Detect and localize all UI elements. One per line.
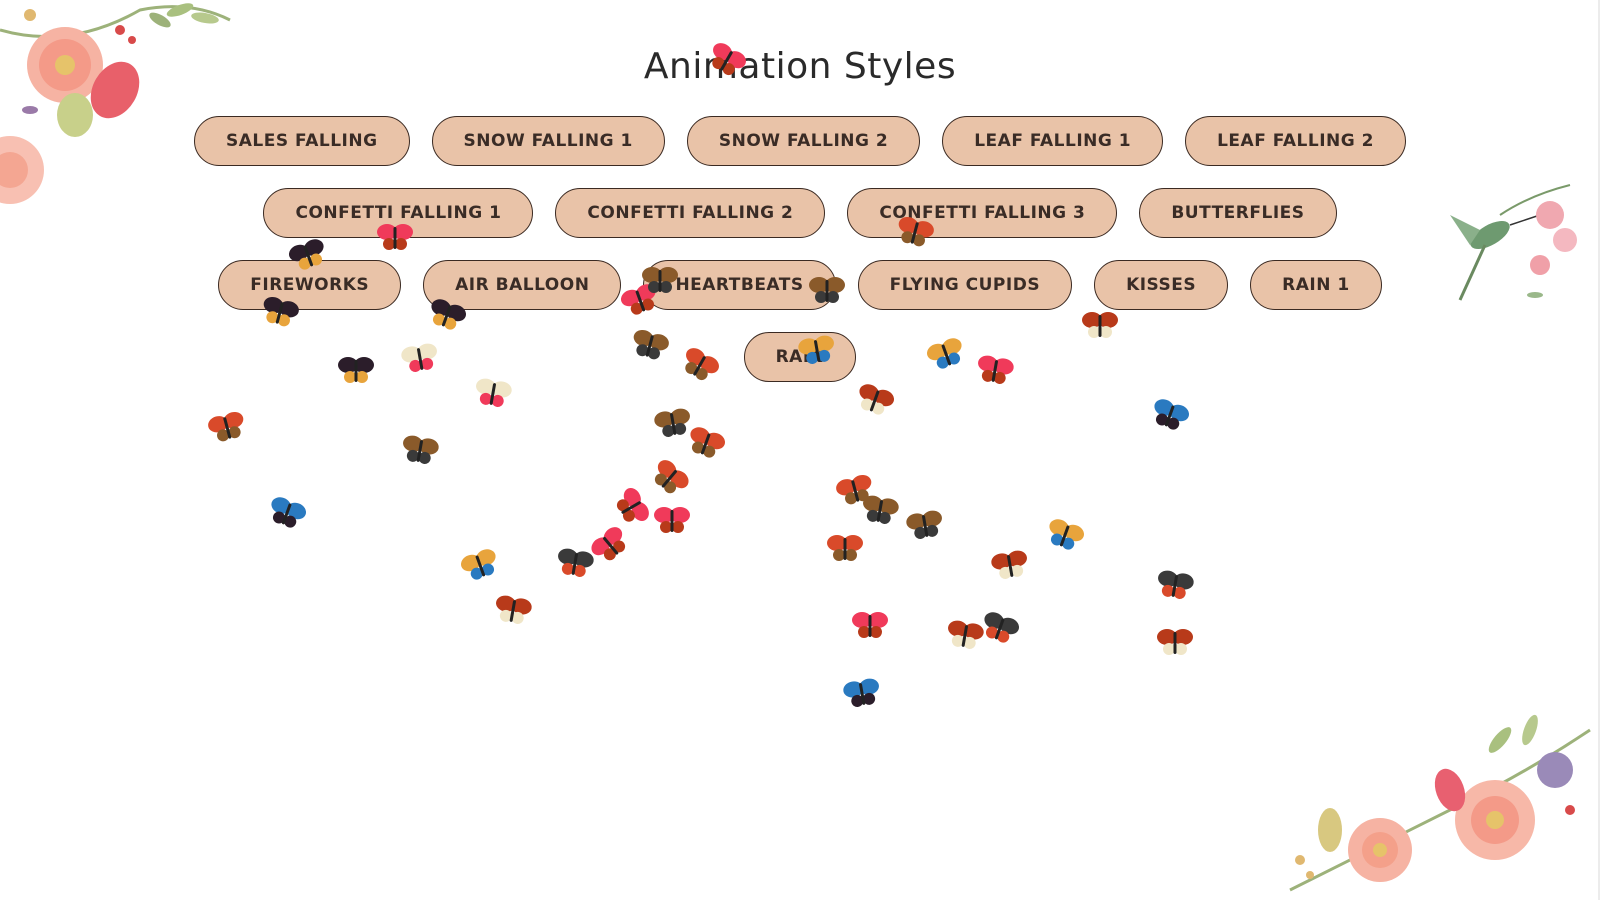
butterfly-icon bbox=[852, 612, 888, 638]
butterfly-icon bbox=[827, 535, 863, 561]
leaf-falling-2-button[interactable]: LEAF FALLING 2 bbox=[1185, 116, 1406, 166]
butterfly-icon bbox=[690, 427, 726, 458]
butterfly-icon bbox=[1157, 629, 1193, 655]
butterfly-icon bbox=[1158, 570, 1194, 599]
flower-corner-top-left-icon bbox=[0, 3, 231, 204]
butterfly-icon bbox=[460, 549, 496, 580]
butterfly-icon bbox=[843, 678, 879, 707]
butterfly-icon bbox=[654, 460, 689, 494]
butterfly-icon bbox=[654, 507, 690, 533]
button-row-3: FIREWORKS AIR BALLOON HEARTBEATS FLYING … bbox=[0, 260, 1600, 310]
butterfly-icon bbox=[991, 550, 1027, 579]
butterfly-icon bbox=[984, 612, 1020, 643]
butterfly-icon bbox=[558, 548, 594, 577]
butterfly-icon bbox=[271, 497, 307, 528]
butterfly-icon bbox=[836, 474, 872, 505]
air-balloon-button[interactable]: AIR BALLOON bbox=[423, 260, 622, 310]
kisses-button[interactable]: KISSES bbox=[1094, 260, 1229, 310]
butterfly-icon bbox=[906, 510, 942, 539]
button-row-2: CONFETTI FALLING 1 CONFETTI FALLING 2 CO… bbox=[0, 188, 1600, 238]
butterfly-icon bbox=[1049, 519, 1085, 550]
flying-cupids-button[interactable]: FLYING CUPIDS bbox=[857, 260, 1073, 310]
hummingbird-flowers-icon bbox=[1450, 184, 1577, 301]
button-row-4: RAIN bbox=[0, 332, 1600, 382]
butterfly-icon bbox=[208, 411, 244, 442]
snow-falling-1-button[interactable]: SNOW FALLING 1 bbox=[431, 116, 665, 166]
leaf-falling-1-button[interactable]: LEAF FALLING 1 bbox=[942, 116, 1164, 166]
butterflies-button[interactable]: BUTTERFLIES bbox=[1139, 188, 1337, 238]
rain-1-button[interactable]: RAIN 1 bbox=[1250, 260, 1382, 310]
page-right-edge bbox=[1598, 0, 1600, 900]
confetti-falling-2-button[interactable]: CONFETTI FALLING 2 bbox=[555, 188, 826, 238]
heartbeats-button[interactable]: HEARTBEATS bbox=[643, 260, 836, 310]
confetti-falling-3-button[interactable]: CONFETTI FALLING 3 bbox=[847, 188, 1118, 238]
confetti-falling-1-button[interactable]: CONFETTI FALLING 1 bbox=[263, 188, 534, 238]
butterfly-icon bbox=[654, 408, 690, 437]
fireworks-button[interactable]: FIREWORKS bbox=[218, 260, 402, 310]
butterfly-icon bbox=[948, 620, 984, 649]
rain-button[interactable]: RAIN bbox=[743, 332, 857, 382]
butterfly-icon bbox=[859, 384, 895, 415]
page-title: Animation Styles bbox=[643, 46, 957, 88]
butterfly-icon bbox=[496, 595, 532, 624]
sales-falling-button[interactable]: SALES FALLING bbox=[194, 116, 410, 166]
button-row-1: SALES FALLING SNOW FALLING 1 SNOW FALLIN… bbox=[0, 116, 1600, 166]
butterfly-icon bbox=[863, 495, 899, 524]
butterfly-icon bbox=[616, 488, 649, 522]
butterfly-icon bbox=[403, 435, 439, 464]
snow-falling-2-button[interactable]: SNOW FALLING 2 bbox=[686, 116, 921, 166]
flower-corner-bottom-right-icon bbox=[1289, 714, 1591, 892]
butterfly-icon bbox=[1154, 399, 1190, 430]
butterfly-icon bbox=[591, 527, 626, 561]
